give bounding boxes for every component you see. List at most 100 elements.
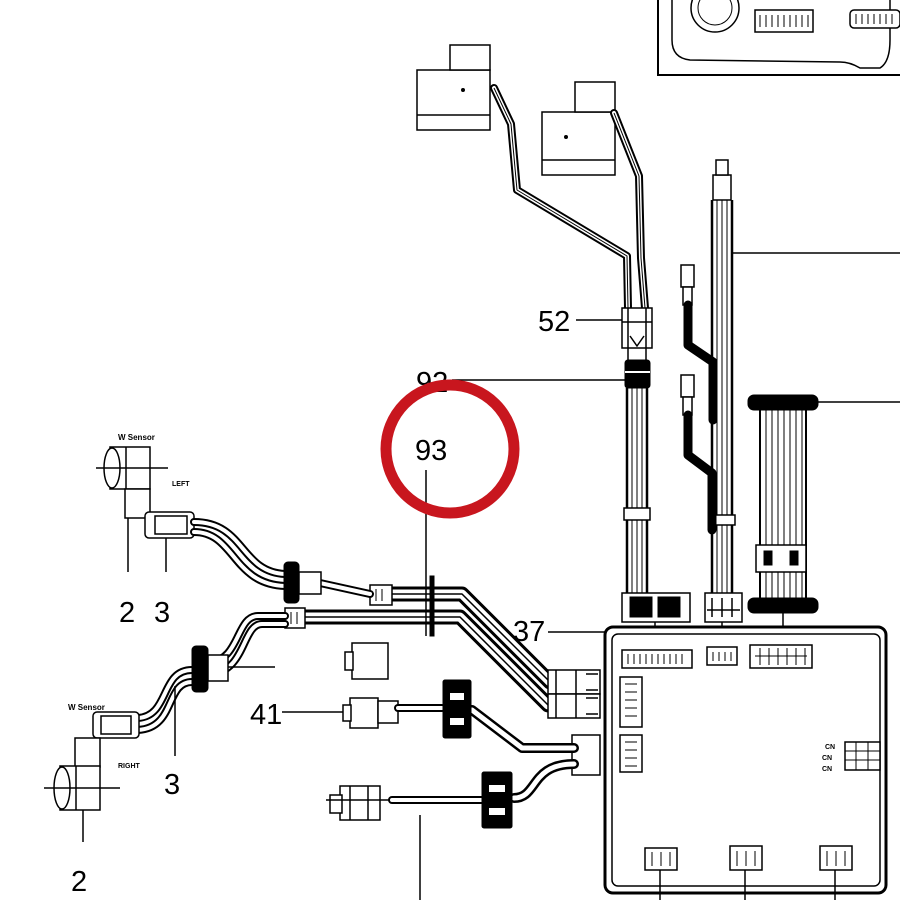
board-connector-top-2 xyxy=(706,646,738,666)
left-sensor-connector-inner xyxy=(154,515,188,535)
cable-clip-lower-slot-1 xyxy=(489,785,505,792)
right-sensor-connector xyxy=(92,711,140,739)
board-connector-right: CN CN CN xyxy=(822,741,881,773)
board-connector-right-grid xyxy=(845,742,880,770)
cable-clip-upper xyxy=(442,679,472,739)
top-right-board xyxy=(657,0,900,76)
top-right-board-dial-inner xyxy=(697,0,733,26)
callout-right-sensor-3: 3 xyxy=(164,769,180,801)
branch-connector-1 xyxy=(680,264,695,288)
main-control-board: CN CN CN xyxy=(571,625,888,900)
component-41-upper-cap xyxy=(344,651,354,671)
ribbon-cable-bottom-header xyxy=(747,597,819,614)
bundle-1-end-connector-right xyxy=(657,596,681,618)
cable-clip-upper-slot-1 xyxy=(450,693,464,700)
right-sensor-name-label: W Sensor xyxy=(68,703,105,712)
left-sensor-side-label: LEFT xyxy=(172,481,190,488)
harness-end-connector-top-detail xyxy=(555,670,598,694)
bundle-2-top-connector xyxy=(712,174,732,201)
cable-clip-lower-body xyxy=(481,771,513,829)
upper-connector-2-cap xyxy=(574,81,616,113)
upper-connector-2 xyxy=(541,81,616,176)
main-harness xyxy=(284,575,600,719)
upper-connector-1-body xyxy=(416,69,491,131)
component-41-lower-cap xyxy=(342,704,352,722)
harness-top-outer xyxy=(392,594,600,682)
top-right-board-connector-2 xyxy=(849,9,900,29)
board-connector-bottom-3-pins xyxy=(826,851,846,866)
board-label-cn-3: CN xyxy=(822,766,832,773)
vertical-bundle-2 xyxy=(680,159,900,594)
grommet-plug-lower xyxy=(191,645,275,693)
callout-41: 41 xyxy=(250,699,282,731)
component-41-lower-body xyxy=(349,697,379,729)
board-input-block xyxy=(571,734,601,776)
component-41-connector xyxy=(377,700,399,724)
grommet-plug-upper-ring xyxy=(283,561,300,604)
bundle-2-end-connector-pins xyxy=(707,598,740,617)
callout-leader-lines xyxy=(82,319,625,842)
connector-92-body xyxy=(624,359,651,389)
board-connector-bottom-2 xyxy=(729,845,763,900)
board-connector-bottom-1-pins xyxy=(651,852,671,866)
bottom-wire-b-outer xyxy=(514,764,574,798)
callout-labels: 52 92 93 37 41 2 3 3 2 xyxy=(71,306,570,898)
board-connector-left-2-pins xyxy=(625,741,637,767)
connector-52 xyxy=(621,307,653,349)
harness-tie-marker xyxy=(429,575,435,637)
callout-left-sensor-3: 3 xyxy=(154,597,170,629)
highlight-ring xyxy=(380,379,520,519)
board-connector-top-1-pins xyxy=(627,654,683,664)
bundle-2-end-connector xyxy=(704,592,743,623)
board-connector-left-1-body xyxy=(619,676,643,728)
component-41 xyxy=(342,642,574,748)
board-connector-bottom-1 xyxy=(644,847,678,900)
board-connector-top-2-pins xyxy=(712,652,732,661)
upper-connector-1-cap xyxy=(449,44,491,71)
right-sensor-connector-inner xyxy=(100,715,132,735)
ribbon-cable-strands xyxy=(765,402,803,600)
board-connector-left-1-pins xyxy=(625,683,637,717)
board-connector-left-2 xyxy=(619,734,643,773)
branch-wire-2 xyxy=(688,415,712,530)
cable-clip-lower xyxy=(481,771,513,829)
callout-37: 37 xyxy=(513,616,545,648)
top-right-board-connector-2-pins xyxy=(855,14,893,24)
board-connector-left-1 xyxy=(619,676,643,728)
upper-connector-2-body xyxy=(541,111,616,176)
harness-connector-upper-detail xyxy=(375,589,383,601)
bottom-connector-body xyxy=(339,785,381,821)
vertical-bundle-1-band xyxy=(623,507,651,521)
board-connector-bottom-3 xyxy=(819,845,853,900)
callout-93: 93 xyxy=(415,435,447,467)
board-connector-left-2-body xyxy=(619,734,643,773)
ribbon-cable-top-header xyxy=(747,394,819,411)
left-sensor-name-label: W Sensor xyxy=(118,433,155,442)
board-connector-right-body xyxy=(844,741,881,771)
harness-end-connector-bottom-detail xyxy=(555,694,598,718)
bottom-connector-detail xyxy=(349,786,369,820)
branch-connector-2 xyxy=(680,374,695,398)
grommet-plug-upper-body xyxy=(298,571,322,595)
connector-92 xyxy=(624,359,651,389)
board-label-cn-1: CN xyxy=(825,744,835,751)
bottom-connector-cap xyxy=(329,794,343,814)
right-sensor: W Sensor RIGHT xyxy=(44,703,141,811)
ribbon-cable xyxy=(747,394,900,614)
vertical-bundle-1 xyxy=(623,348,651,594)
connector-52-detail xyxy=(622,308,652,348)
board-connector-top-3 xyxy=(749,644,813,669)
top-right-board-connector-pins xyxy=(759,15,809,27)
vertical-bundle-1-strands xyxy=(631,388,643,594)
callout-left-sensor-2: 2 xyxy=(119,597,135,629)
top-right-board-dial xyxy=(690,0,740,33)
upper-connector-2-mark xyxy=(564,135,568,139)
callout-52: 52 xyxy=(538,306,570,338)
harness-connector-lower-detail xyxy=(290,612,298,624)
grommet-plug-upper xyxy=(283,561,322,604)
connector-52-body xyxy=(621,307,653,349)
vertical-bundle-1-upper xyxy=(627,348,647,360)
upper-connector-1-mark xyxy=(461,88,465,92)
bundle-1-end-connector-left xyxy=(629,596,653,618)
